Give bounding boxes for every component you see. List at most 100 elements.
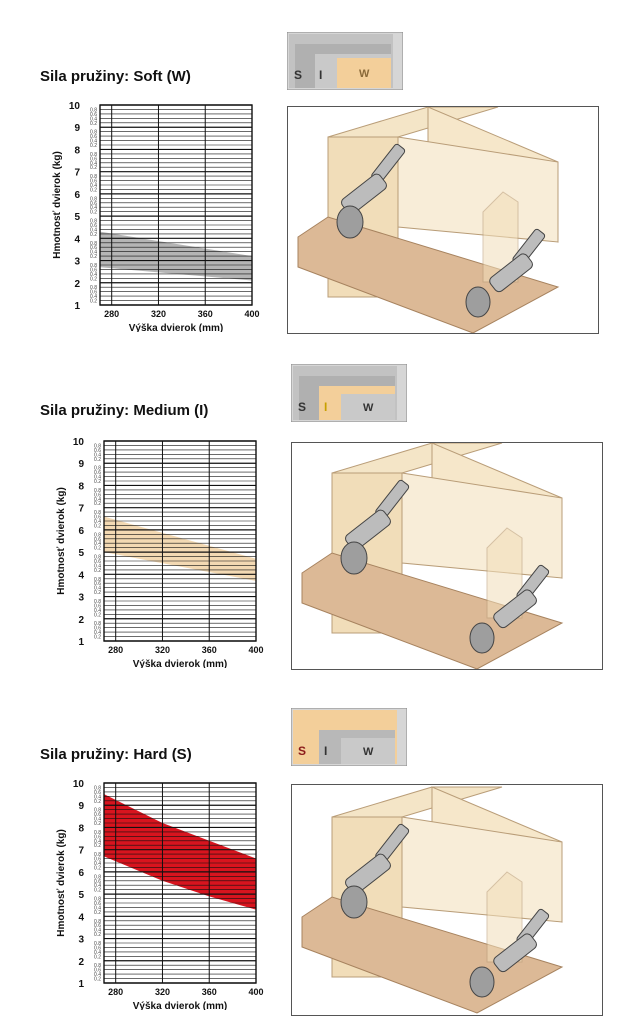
minor-tick-label: 0.2 — [94, 457, 101, 463]
minor-tick-label: 0.2 — [94, 546, 101, 552]
y-tick-label: 8 — [74, 145, 80, 156]
x-axis-label: Výška dvierok (mm) — [133, 1001, 228, 1010]
load-chart: 0.20.40.60.80.20.40.60.80.20.40.60.80.20… — [52, 101, 260, 332]
minor-tick-label: 0.6 — [90, 179, 97, 185]
minor-tick-label: 0.2 — [94, 910, 101, 916]
selector-letter-w: W — [359, 68, 370, 80]
y-tick-label: 10 — [69, 101, 81, 112]
x-tick-label: 320 — [155, 987, 170, 997]
minor-tick-label: 0.6 — [94, 923, 101, 929]
minor-tick-label: 0.4 — [90, 139, 97, 145]
minor-tick-label: 0.6 — [94, 515, 101, 521]
y-tick-label: 6 — [78, 526, 84, 537]
minor-tick-label: 0.6 — [90, 156, 97, 162]
minor-tick-label: 0.6 — [90, 112, 97, 118]
minor-tick-label: 0.8 — [94, 577, 101, 583]
x-tick-label: 280 — [108, 645, 123, 655]
cabinet-hinge-illustration — [287, 106, 599, 334]
x-tick-label: 400 — [244, 309, 259, 319]
y-tick-label: 5 — [78, 548, 84, 559]
minor-tick-label: 0.4 — [94, 905, 101, 911]
x-axis-label: Výška dvierok (mm) — [129, 323, 224, 332]
minor-tick-label: 0.2 — [94, 888, 101, 894]
minor-tick-label: 0.8 — [94, 963, 101, 969]
minor-tick-label: 0.2 — [94, 865, 101, 871]
plot-frame — [103, 440, 257, 642]
minor-tick-label: 0.4 — [90, 250, 97, 256]
selector-letter-s: S — [298, 400, 306, 414]
minor-tick-label: 0.4 — [90, 272, 97, 278]
minor-tick-label: 0.6 — [94, 603, 101, 609]
y-tick-label: 7 — [78, 846, 84, 857]
minor-tick-label: 0.2 — [90, 143, 97, 149]
minor-tick-label: 0.8 — [94, 941, 101, 947]
minor-tick-label: 0.4 — [94, 861, 101, 867]
y-tick-label: 3 — [78, 935, 84, 946]
minor-tick-label: 0.8 — [90, 130, 97, 136]
minor-tick-label: 0.8 — [94, 621, 101, 627]
x-tick-label: 320 — [155, 645, 170, 655]
minor-tick-label: 0.4 — [94, 452, 101, 458]
spring-selector[interactable]: S I W — [291, 708, 407, 766]
plot-frame — [99, 104, 253, 306]
minor-tick-label: 0.8 — [94, 897, 101, 903]
minor-tick-label: 0.4 — [94, 541, 101, 547]
minor-tick-label: 0.4 — [90, 227, 97, 233]
minor-tick-label: 0.4 — [90, 116, 97, 122]
minor-tick-label: 0.2 — [94, 523, 101, 529]
minor-tick-label: 0.2 — [94, 954, 101, 960]
y-tick-label: 5 — [74, 212, 80, 223]
minor-tick-label: 0.4 — [94, 839, 101, 845]
minor-tick-label: 0.8 — [90, 263, 97, 269]
minor-tick-label: 0.6 — [94, 945, 101, 951]
minor-tick-label: 0.2 — [94, 568, 101, 574]
minor-tick-label: 0.6 — [94, 901, 101, 907]
minor-tick-label: 0.2 — [90, 276, 97, 282]
minor-tick-label: 0.6 — [90, 201, 97, 207]
minor-tick-label: 0.2 — [94, 932, 101, 938]
minor-tick-label: 0.8 — [94, 555, 101, 561]
y-tick-label: 1 — [74, 301, 80, 312]
selector-letter-i: I — [324, 400, 327, 414]
minor-tick-label: 0.8 — [94, 599, 101, 605]
minor-tick-label: 0.2 — [90, 299, 97, 305]
minor-tick-label: 0.4 — [94, 817, 101, 823]
minor-tick-label: 0.2 — [94, 501, 101, 507]
hinge-bottom-icon — [469, 564, 550, 654]
panel-title: Sila pružiny: Hard (S) — [40, 746, 192, 763]
minor-tick-label: 0.6 — [94, 559, 101, 565]
minor-tick-label: 0.2 — [94, 479, 101, 485]
spring-selector[interactable]: S I W — [287, 32, 403, 90]
minor-tick-label: 0.6 — [90, 245, 97, 251]
minor-tick-label: 0.4 — [94, 475, 101, 481]
load-chart: 0.20.40.60.80.20.40.60.80.20.40.60.80.20… — [56, 779, 264, 1010]
load-band — [104, 516, 256, 581]
minor-tick-label: 0.6 — [94, 448, 101, 454]
minor-tick-label: 0.4 — [94, 586, 101, 592]
y-tick-label: 2 — [74, 279, 80, 290]
x-tick-label: 360 — [202, 987, 217, 997]
spring-selector[interactable]: S I W — [291, 364, 407, 422]
y-tick-label: 10 — [73, 779, 85, 790]
minor-tick-label: 0.2 — [90, 121, 97, 127]
y-tick-label: 6 — [74, 190, 80, 201]
y-tick-label: 8 — [78, 823, 84, 834]
minor-tick-label: 0.8 — [90, 241, 97, 247]
minor-tick-label: 0.4 — [94, 972, 101, 978]
minor-tick-label: 0.8 — [94, 785, 101, 791]
minor-tick-label: 0.8 — [94, 532, 101, 538]
minor-tick-label: 0.4 — [90, 161, 97, 167]
x-axis-label: Výška dvierok (mm) — [133, 659, 228, 668]
minor-tick-label: 0.6 — [94, 857, 101, 863]
minor-tick-label: 0.6 — [90, 223, 97, 229]
minor-tick-label: 0.8 — [94, 830, 101, 836]
hinge-bottom-icon — [465, 228, 546, 318]
selector-letter-i: I — [319, 68, 322, 82]
minor-tick-label: 0.6 — [94, 968, 101, 974]
minor-tick-label: 0.8 — [90, 196, 97, 202]
minor-tick-label: 0.2 — [94, 799, 101, 805]
y-tick-label: 4 — [74, 234, 80, 245]
hinge-top-icon — [336, 143, 406, 239]
hinge-top-icon — [340, 479, 410, 575]
